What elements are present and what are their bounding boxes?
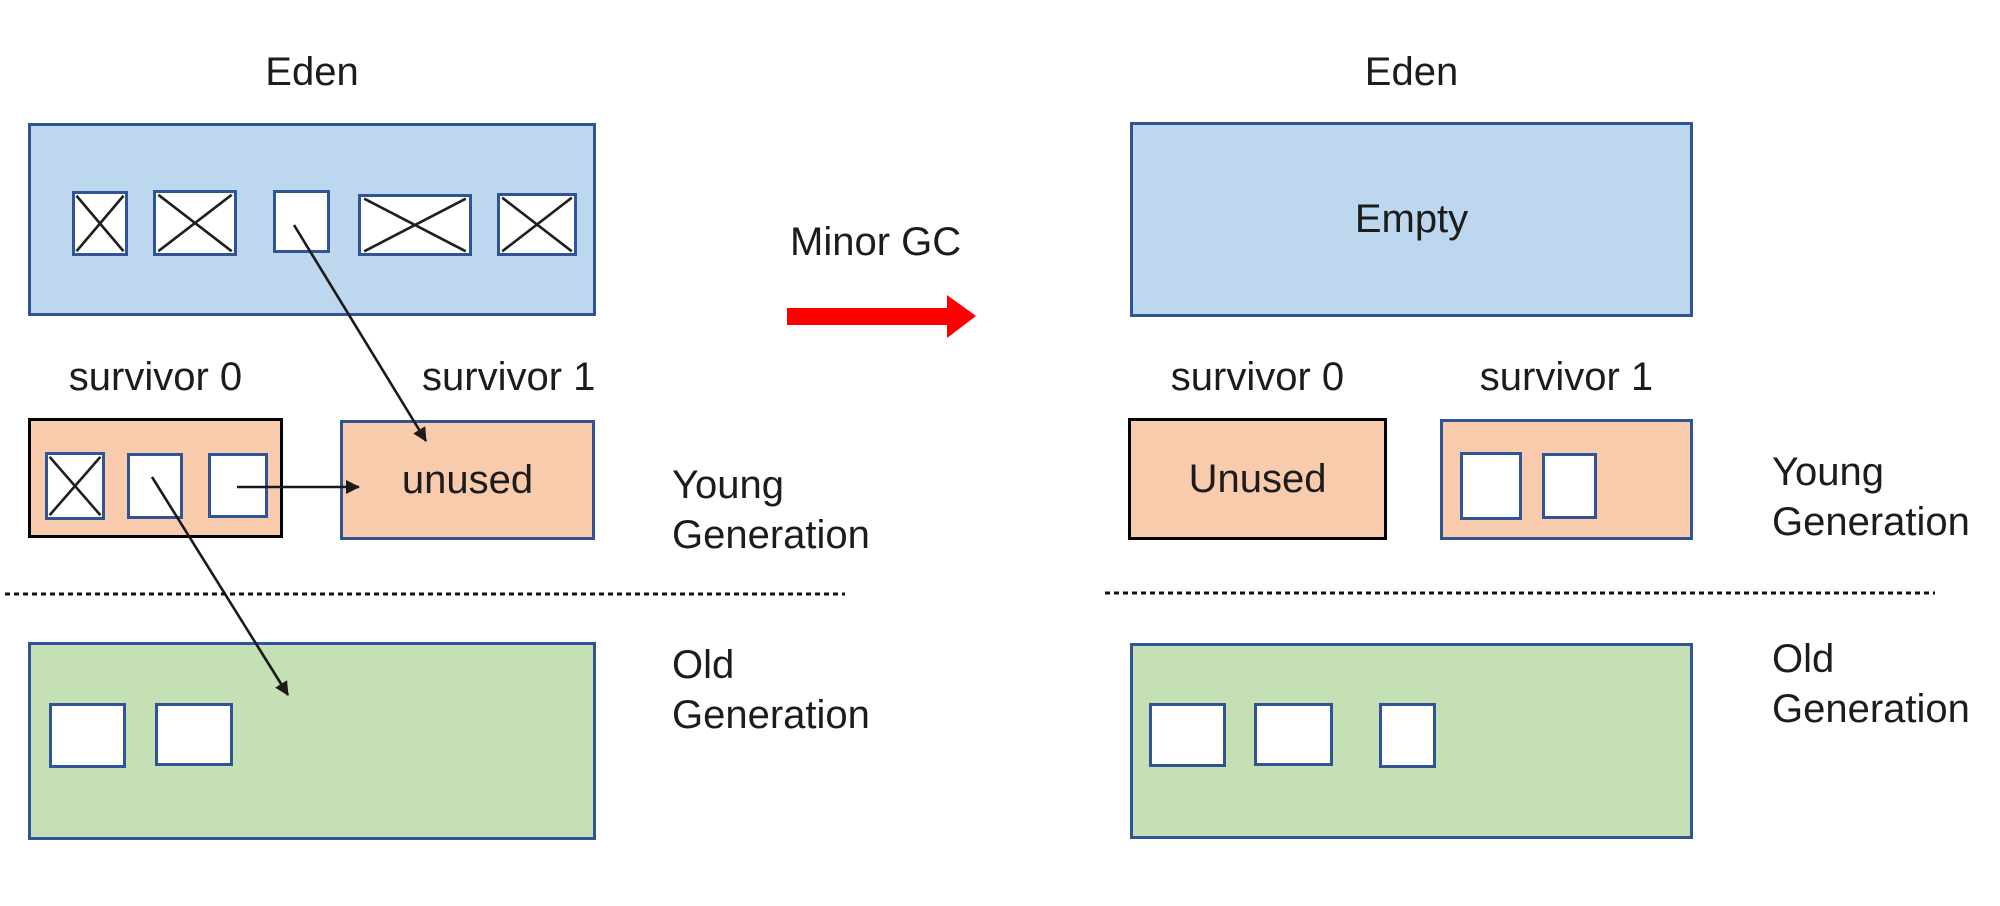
- object-slot-live: [273, 190, 330, 253]
- object-slot-live: [1460, 452, 1522, 520]
- x-mark-icon: [500, 196, 574, 253]
- object-slot-dead: [72, 191, 128, 256]
- object-slot-live: [127, 453, 183, 519]
- before-young-generation-label: Young Generation: [672, 463, 870, 557]
- object-slot-live: [1379, 703, 1436, 768]
- minor-gc-arrow-icon: [787, 295, 976, 338]
- before-survivor1-title: survivor 1: [422, 355, 596, 399]
- before-survivor0-box: [28, 418, 283, 538]
- object-slot-live: [1542, 453, 1597, 519]
- object-slot-live: [1254, 703, 1333, 766]
- after-old-generation-label: Old Generation: [1772, 637, 1970, 731]
- x-mark-icon: [156, 193, 234, 253]
- after-eden-text: Empty: [1354, 197, 1469, 241]
- object-slot-dead: [153, 190, 237, 256]
- before-survivor1-text: unused: [401, 457, 534, 502]
- before-eden-title: Eden: [265, 50, 359, 94]
- after-survivor1-title: survivor 1: [1479, 355, 1654, 399]
- after-survivor1-box: [1440, 419, 1693, 540]
- x-mark-icon: [361, 197, 469, 253]
- object-slot-dead: [45, 452, 105, 520]
- after-eden-box: Empty: [1130, 122, 1693, 317]
- after-survivor0-box: Unused: [1128, 418, 1387, 540]
- object-slot-live: [208, 453, 268, 518]
- after-eden-title: Eden: [1364, 50, 1459, 94]
- object-slot-live: [1149, 703, 1226, 767]
- before-survivor0-title: survivor 0: [68, 355, 243, 399]
- before-old-generation-box: [28, 642, 596, 840]
- x-mark-icon: [75, 194, 125, 253]
- before-eden-box: [28, 123, 596, 316]
- after-young-generation-label: Young Generation: [1772, 450, 1970, 544]
- minor-gc-label: Minor GC: [790, 220, 962, 264]
- after-survivor0-text: Unused: [1188, 456, 1327, 501]
- object-slot-live: [155, 703, 233, 766]
- object-slot-dead: [497, 193, 577, 256]
- x-mark-icon: [48, 455, 102, 517]
- before-old-generation-label: Old Generation: [672, 643, 870, 737]
- before-survivor1-box: unused: [340, 420, 595, 540]
- object-slot-live: [49, 703, 126, 768]
- after-old-generation-box: [1130, 643, 1693, 839]
- after-survivor0-title: survivor 0: [1170, 355, 1345, 399]
- object-slot-dead: [358, 194, 472, 256]
